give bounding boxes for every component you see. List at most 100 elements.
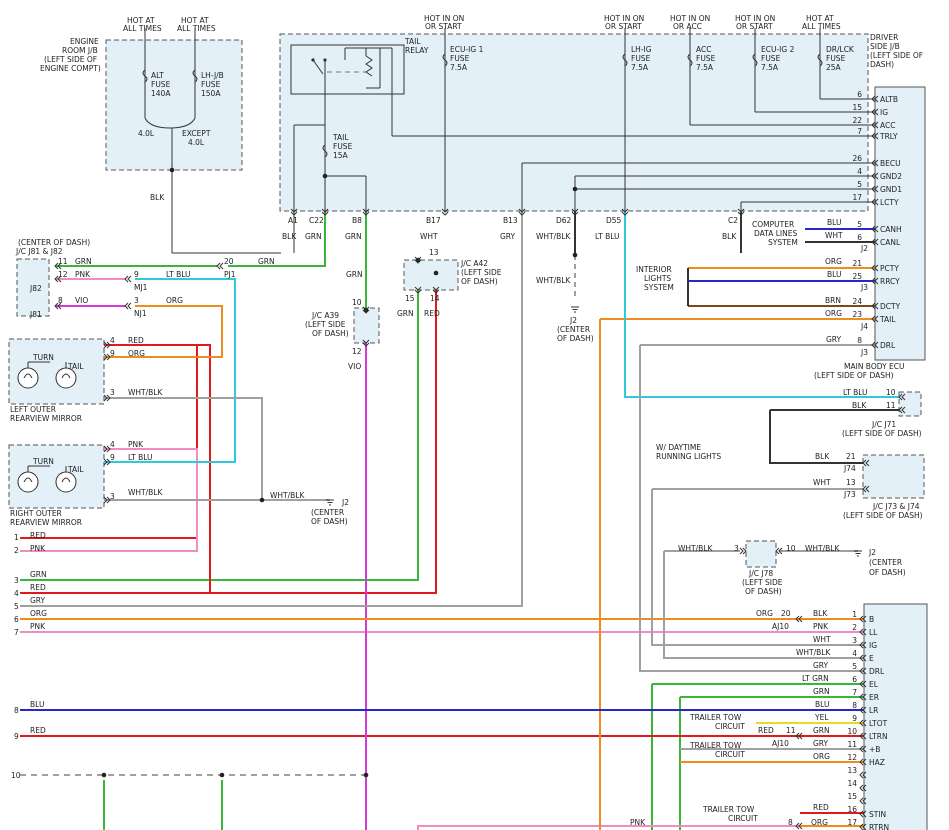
drlck-2: FUSE [826,54,846,63]
relay-pin-num-12: 13 [847,766,857,775]
cdl-1: COMPUTER [752,220,794,229]
jc-a42-box [403,259,459,291]
ecu-wl-org2: ORG [825,309,842,318]
ecu-connector-2 [871,121,879,129]
j2-b-center-1: (CENTER [311,508,344,517]
inline-connector-1 [124,302,132,310]
rm-wl-gry-5: GRY [813,661,829,670]
lm-pin-9: 9 [110,349,115,358]
relay-pin-num-0: 1 [852,610,857,619]
ecu-pin-num-11: 25 [852,272,862,281]
jb-connector-4 [518,208,526,216]
relay-connector-6 [859,693,867,701]
relay-pin-num-10: 11 [847,740,857,749]
pin-b8: B8 [352,216,362,225]
ejb-40l: 4.0L [138,129,155,138]
relay-pin-label-15: STIN [869,810,886,819]
top-feed-wires [144,28,875,254]
a42-title-1: J/C A42 [460,259,488,268]
ecu-conn-j3: J3 [860,283,868,292]
j78-wl-whtblk-r: WHT/BLK [805,544,840,553]
ecuig2-3: 7.5A [761,63,779,72]
rm-wl-ltgrn-6: LT GRN [802,674,829,683]
tail-relay-box [290,44,405,95]
ground-symbol-1 [326,499,334,506]
drl-note-1: W/ DAYTIME [656,443,701,452]
relay-pin-num-3: 4 [852,649,857,658]
top-hot-labels: HOT AT ALL TIMES HOT AT ALL TIMES HOT IN… [123,14,841,33]
lhjb-fuse-1: LH-J/B [201,71,224,80]
right-mirror-name-1: RIGHT OUTER [10,509,62,518]
n9-mj1: 9 [134,270,139,279]
relay-pin-label-4: DRL [869,667,885,676]
wire-blk-j71 [769,409,899,464]
n12-a: 12 [58,270,68,279]
pin-a1: A1 [288,216,298,225]
lwl-2: 2 [14,546,19,555]
wl-blk-c2: BLK [722,232,737,241]
a39-wl-vio: VIO [348,362,361,371]
alt-fuse-1: ALT [151,71,164,80]
jc-j73-j74-box [862,454,925,499]
wire-gry-drl [639,344,875,672]
splice-dot-7 [572,186,578,192]
a42-connector-14 [432,286,440,294]
wl-grn-pj1: GRN [258,257,275,266]
ecu-connector-6 [871,185,879,193]
relay-pin-label-2: IG [869,641,877,650]
rm-n11: 11 [786,726,796,735]
ecu-conn-j2: J2 [860,244,868,253]
wl-vio-j81: VIO [75,296,88,305]
driver-jb-labels: DRIVER SIDE J/B (LEFT SIDE OF DASH) TAIL… [282,33,923,241]
left-mirror-turn: TURN [32,353,54,362]
tail-fuse-1: TAIL [332,133,349,142]
relay-module-pins: 1B2LL3IG4E5DRL6EL7ER8LR9LTOT10LTRN11+B12… [847,610,889,830]
wire-blk-main: BLK [150,193,165,202]
right-mirror: TURN TAIL RIGHT OUTER REARVIEW MIRROR 4 … [10,440,163,527]
ecu-pin-label-5: GND2 [880,172,902,181]
j74-n21: 21 [846,452,856,461]
inline-connector-2 [216,262,224,270]
j81-title-1: (CENTER OF DASH) [18,238,90,247]
lwl-8: 8 [14,706,19,715]
j2-a-center-1: (CENTER [557,325,590,334]
tail-relay-1: TAIL [404,37,421,46]
a39-connector-12 [362,339,370,347]
acc-3: 7.5A [696,63,714,72]
ecu-connector-1 [871,108,879,116]
rm-trailer-1b: CIRCUIT [715,722,745,731]
lwl-4: 4 [14,589,19,598]
nj1-label: NJ1 [134,309,147,318]
engine-jb-labels: ENGINE ROOM J/B (LEFT SIDE OF ENGINE COM… [40,37,224,202]
relay-pin-num-6: 7 [852,688,857,697]
wire-ltblu-mirror [104,278,236,463]
relay-pin-num-16: 17 [847,818,857,827]
ecu-pin-num-13: 23 [852,310,862,319]
lwl-gry-5: GRY [30,596,46,605]
label-hot-on-acc: HOT IN ON [670,14,710,23]
j71-connector-10 [898,393,906,401]
label-or-start-3: OR START [736,22,773,31]
rm-wl-wht-3: WHT [813,635,831,644]
wire-wht-j73 [651,488,864,646]
ils-3: SYSTEM [644,283,674,292]
ecu-wl-gry: GRY [826,335,842,344]
a39-title-1: J/C A39 [311,311,339,320]
rm-wl-pnk: PNK [128,440,144,449]
djb-title-2: SIDE J/B [870,42,900,51]
j78-connector-r [775,547,783,555]
ecu-wl-blu: BLU [827,218,841,227]
j74-connector [862,459,870,467]
cdl-3: SYSTEM [768,238,798,247]
ils-2: LIGHTS [644,274,671,283]
fuse-symbols [142,53,823,158]
relay-connector-12 [859,771,867,779]
label-hot-on-2: HOT IN ON [604,14,644,23]
lhjb-fuse-3: 150A [201,89,221,98]
ecu-pin-label-1: IG [880,108,888,117]
pin-d62: D62 [556,216,572,225]
ejb-title-4: ENGINE COMPT) [40,64,101,73]
ground-symbol-0 [571,306,579,313]
j71-title-1: J/C J71 [871,420,896,429]
splice-dot-4 [572,252,578,258]
